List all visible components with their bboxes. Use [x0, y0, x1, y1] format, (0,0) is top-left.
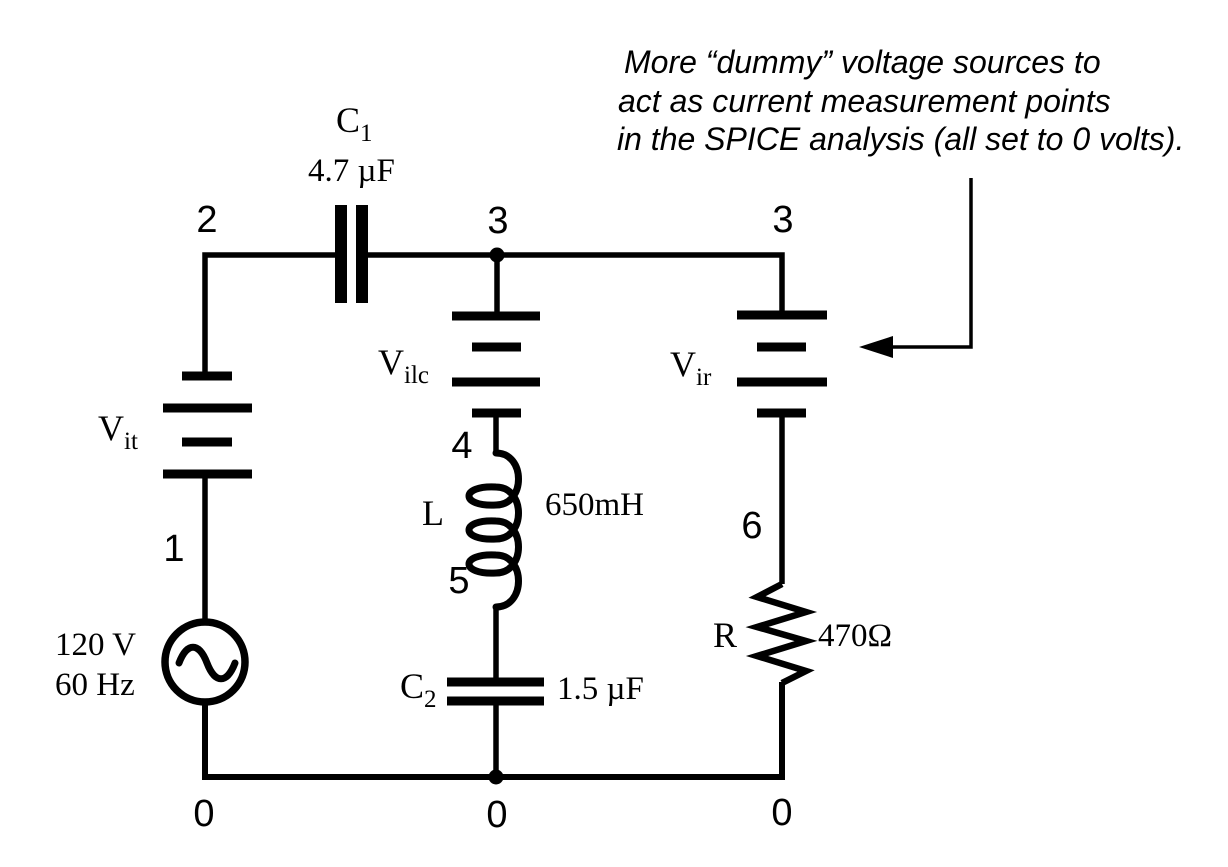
capacitor-c2 [447, 677, 544, 706]
vir-ref: V [670, 344, 696, 384]
node-5-label: 5 [448, 560, 469, 602]
node-1-label: 1 [163, 528, 184, 570]
vilc-label: Vilc [378, 342, 429, 389]
node-numbers: 2 3 3 1 4 5 6 0 0 0 [163, 199, 793, 836]
inductor-coil [465, 449, 522, 611]
capacitor-c1 [335, 205, 368, 303]
vit-ref: V [98, 408, 124, 448]
c2-ref-sub: 2 [424, 686, 437, 713]
arrow-line [891, 178, 973, 349]
node-0-mid-label: 0 [486, 794, 507, 836]
ac-source [161, 618, 249, 706]
wire-node2-corner [202, 252, 336, 374]
c2-label: C2 [400, 666, 437, 713]
inductor-value: 650mH [545, 487, 644, 523]
inductor-label: L [422, 493, 444, 533]
junction-dot-bottom [488, 769, 504, 785]
resistor-value: 470Ω [818, 618, 892, 654]
source-voltage-label: 120 V [55, 627, 136, 663]
node-3-right-label: 3 [772, 199, 793, 241]
annotation-line-1: More “dummy” voltage sources to [624, 44, 1101, 80]
sine-wave-icon [175, 643, 239, 683]
vit-label: Vit [98, 408, 138, 455]
node-3-mid-label: 3 [487, 200, 508, 242]
vir-label: Vir [670, 344, 712, 391]
node-2-label: 2 [196, 199, 217, 241]
arrow-head-icon [859, 336, 893, 358]
dummy-source-vilc [452, 311, 540, 418]
node-0-right-label: 0 [771, 792, 792, 834]
c2-ref: C [400, 666, 424, 706]
vir-ref-sub: ir [696, 364, 712, 391]
c1-ref-sub: 1 [360, 120, 373, 147]
component-labels: C1 4.7 µF Vit Vilc Vir L 650mH R 470Ω C2… [55, 100, 892, 713]
dummy-source-vit [163, 371, 252, 479]
node-4-label: 4 [451, 425, 472, 467]
node-0-left-label: 0 [193, 793, 214, 835]
vilc-ref: V [378, 342, 404, 382]
vilc-ref-sub: ilc [404, 362, 429, 389]
circuit-wires [202, 247, 785, 785]
annotation-line-3: in the SPICE analysis (all set to 0 volt… [617, 121, 1184, 157]
c2-value: 1.5 µF [557, 671, 644, 707]
source-frequency-label: 60 Hz [55, 667, 135, 703]
wire-node3-top [367, 252, 785, 312]
annotation-line-2: act as current measurement points [618, 83, 1111, 119]
resistor-zigzag [745, 581, 818, 686]
junction-dot-top [489, 247, 505, 263]
node-6-label: 6 [741, 505, 762, 547]
dummy-source-vir [737, 310, 827, 418]
annotation-text: More “dummy” voltage sources to act as c… [617, 44, 1184, 157]
c1-label: C1 [336, 100, 373, 147]
resistor-label: R [713, 615, 737, 655]
annotation-arrow [859, 178, 973, 358]
vit-ref-sub: it [124, 428, 138, 455]
c1-value: 4.7 µF [308, 153, 395, 189]
c1-ref: C [336, 100, 360, 140]
